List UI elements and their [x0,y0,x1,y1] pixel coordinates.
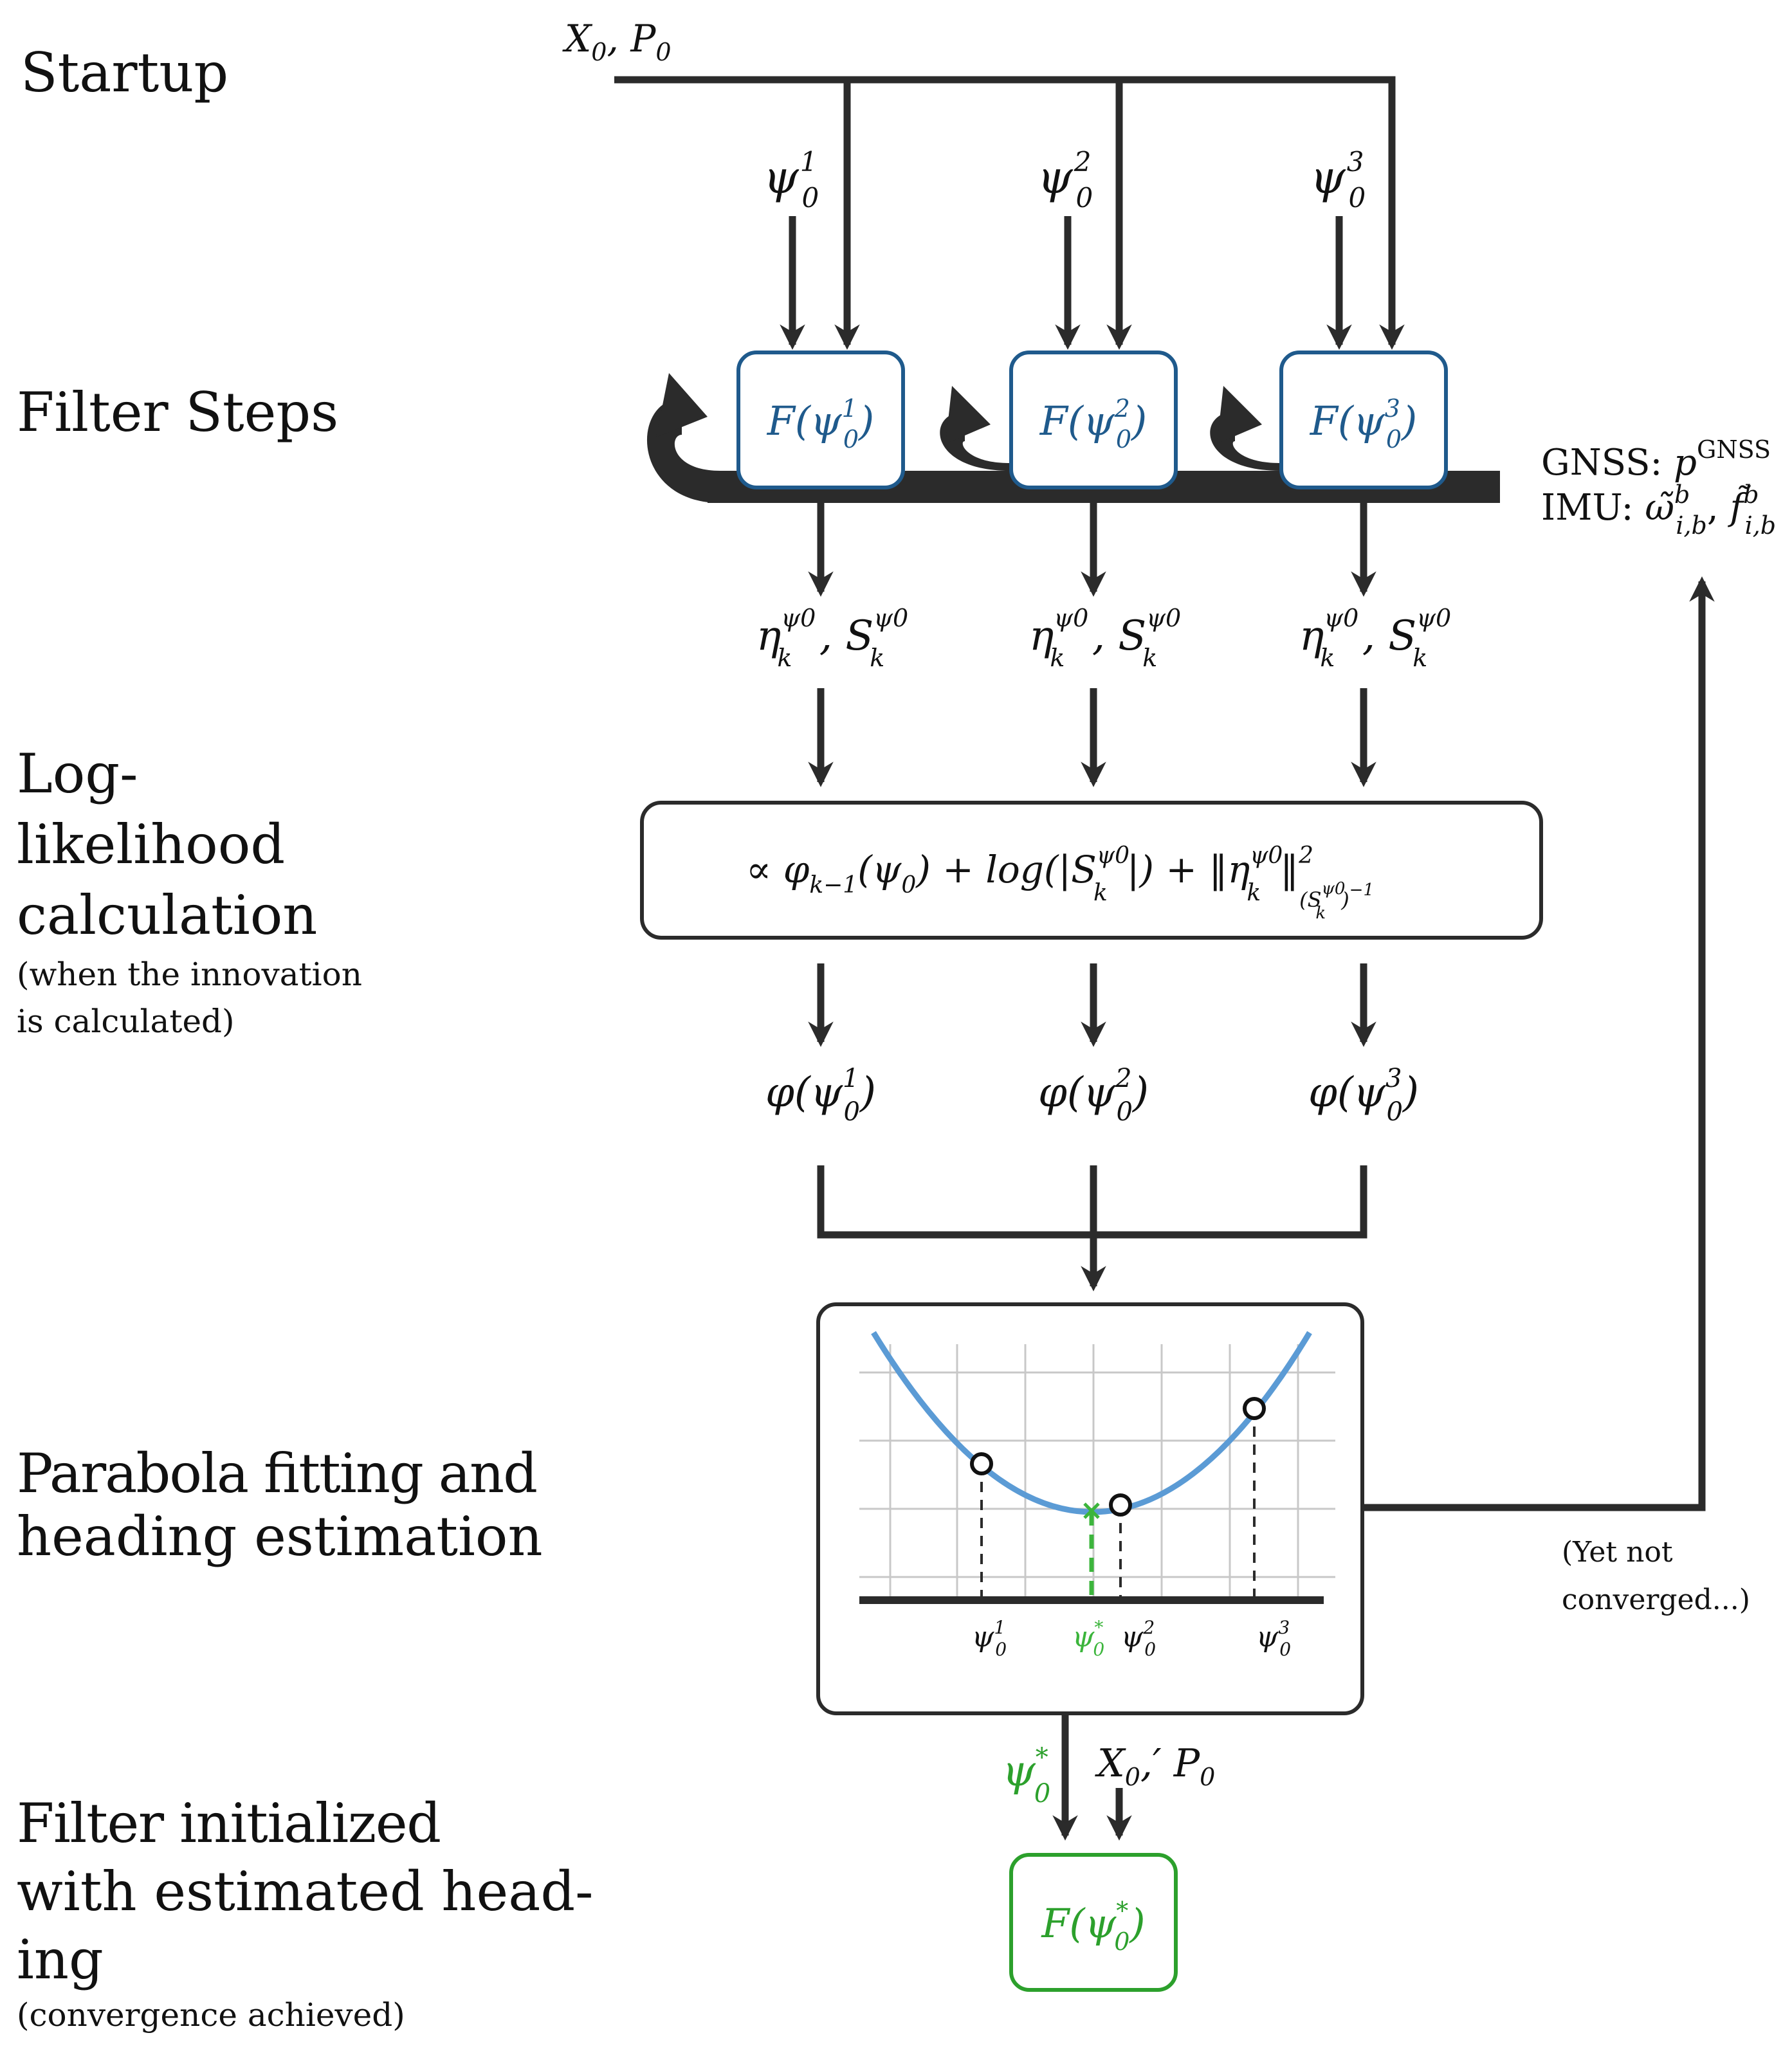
stage-note-final: (convergence achieved) [17,1996,405,2034]
stage-label-final-1: Filter initialized [17,1792,441,1855]
stage-label-loglik-2: likelihood [17,813,285,876]
final-filter-box: F(ψ*0) [1009,1853,1178,1992]
stage-label-final-2: with estimated head- [17,1860,593,1923]
stage-label-filter-steps: Filter Steps [17,381,338,444]
not-converged-loop [1362,576,1715,1511]
stage-label-parabola-1: Parabola fitting and [17,1442,538,1505]
feedback-arrowhead-2 [946,386,991,444]
parabola-grid [859,1344,1335,1601]
stage-label-parabola-2: heading estimation [17,1505,543,1568]
not-converged-label-2: converged...) [1562,1583,1750,1616]
feedback-arrowhead-1 [656,373,708,437]
filter-output-arrows [808,503,1376,597]
gnss-label: GNSS: pGNSS [1541,435,1771,484]
stage-label-loglik-3: calculation [17,884,317,947]
psi-input-arrows [780,216,1352,350]
loglik-output-arrows [808,963,1376,1047]
stage-label-loglik-1: Log- [17,742,138,805]
stage-label-final-3: ing [17,1928,104,1991]
sample-point-1 [970,1452,993,1475]
final-reinit-label: X0,′ P0 [1095,1741,1215,1791]
feedback-arrows [646,373,1280,503]
stage-label-parabola: Parabola fitting and heading estimation [17,1442,543,1568]
stage-note-loglik-2: is calculated) [17,1003,235,1040]
final-arrows [1052,1713,1132,1841]
feedback-arrowhead-3 [1217,386,1262,444]
stage-label-startup: Startup [21,41,228,104]
estimate-marker [1083,1502,1100,1519]
merge-bracket [817,1165,1367,1291]
final-psi-star: ψ*0 [1002,1743,1050,1809]
stage-note-loglik-1: (when the innovation [17,956,362,993]
startup-bus [614,76,1405,350]
sample-point-3 [1243,1397,1266,1420]
not-converged-label-1: (Yet not [1562,1536,1673,1569]
innovation-arrows [808,688,1376,787]
sample-projections [980,1408,1256,1598]
stage-label-loglik: Log- likelihood calculation (when the in… [17,742,362,1040]
sample-point-2 [1109,1493,1132,1517]
stage-label-final: Filter initialized with estimated head- … [17,1792,593,2034]
final-filter-label: F(ψ*0) [1041,1897,1145,1956]
tick-label-psi-star: ψ*0 [1072,1617,1104,1660]
startup-input-label: X0, P0 [562,17,672,66]
